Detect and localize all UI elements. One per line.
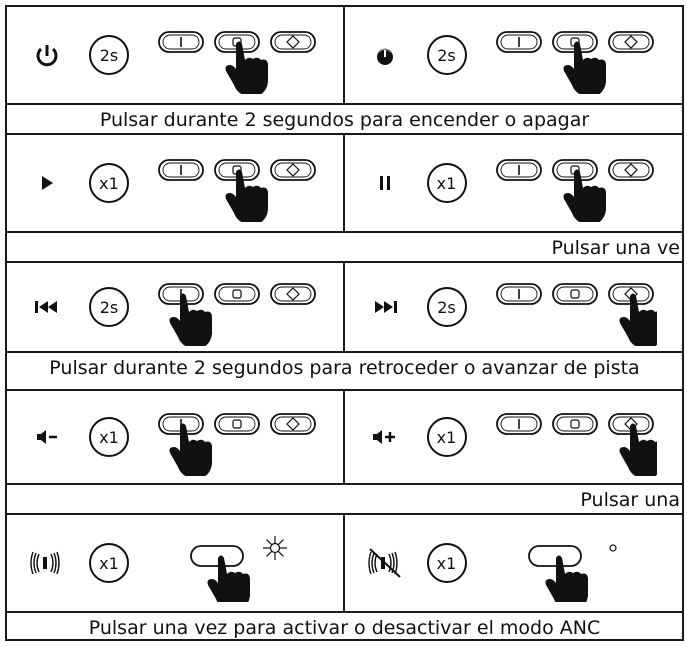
row-cells: x1 x1 (7, 515, 682, 611)
volume-up-icon (367, 419, 403, 455)
earbud-buttons-with-hand-icon (147, 276, 319, 346)
press-count-badge: x1 (426, 163, 467, 203)
earbud-buttons-with-hand-icon (485, 276, 657, 346)
power-off-icon (367, 37, 403, 73)
press-count-badge: x1 (89, 417, 129, 457)
earbud-buttons-with-hand-icon (485, 24, 657, 94)
action-cell-left: x1 (7, 515, 345, 611)
action-cell-right: x1 (345, 135, 683, 231)
press-count-badge: 2s (426, 35, 467, 75)
earbud-buttons-with-hand-icon (485, 152, 657, 222)
action-cell-right: 2s (345, 7, 683, 103)
press-count-badge: x1 (89, 163, 129, 203)
row-cells: 2s 2s (7, 263, 682, 351)
row-cells: x1 x1 (7, 135, 682, 231)
press-count-badge: 2s (89, 287, 129, 327)
row-cells: x1 x1 (7, 391, 682, 483)
instruction-caption: Pulsar durante 2 segundos para retrocede… (7, 351, 682, 383)
action-cell-right: x1 (345, 515, 683, 611)
earbud-buttons-with-hand-icon (147, 152, 319, 222)
instruction-caption: Pulsar durante 2 segundos para encender … (7, 103, 682, 135)
press-count-badge: x1 (426, 543, 467, 583)
earbud-buttons-with-hand-icon (485, 532, 657, 602)
action-cell-right: x1 (345, 391, 683, 483)
power-icon (29, 37, 65, 73)
press-count-badge: x1 (89, 543, 129, 583)
action-cell-left: 2s (7, 263, 345, 351)
press-count-badge: 2s (426, 287, 467, 327)
instruction-caption: Pulsar una vez para activar o desactivar… (7, 611, 682, 643)
action-cell-left: x1 (7, 391, 345, 483)
instruction-caption: Pulsar una (7, 483, 682, 515)
press-count-badge: x1 (426, 417, 467, 457)
anc-off-icon (367, 545, 403, 581)
action-cell-left: 2s (7, 7, 345, 103)
action-cell-right: 2s (345, 263, 683, 351)
row-cells: 2s 2s (7, 7, 682, 103)
anc-on-icon (29, 545, 65, 581)
action-cell-left: x1 (7, 135, 345, 231)
previous-track-icon (29, 289, 65, 325)
earbud-buttons-with-hand-icon (147, 532, 319, 602)
pause-icon (367, 165, 403, 201)
earbud-buttons-with-hand-icon (147, 24, 319, 94)
volume-down-icon (29, 419, 65, 455)
instruction-caption: Pulsar una ve (7, 231, 682, 263)
earbud-buttons-with-hand-icon (147, 406, 319, 476)
press-count-badge: 2s (89, 35, 129, 75)
next-track-icon (367, 289, 403, 325)
earbud-buttons-with-hand-icon (485, 406, 657, 476)
play-icon (29, 165, 65, 201)
